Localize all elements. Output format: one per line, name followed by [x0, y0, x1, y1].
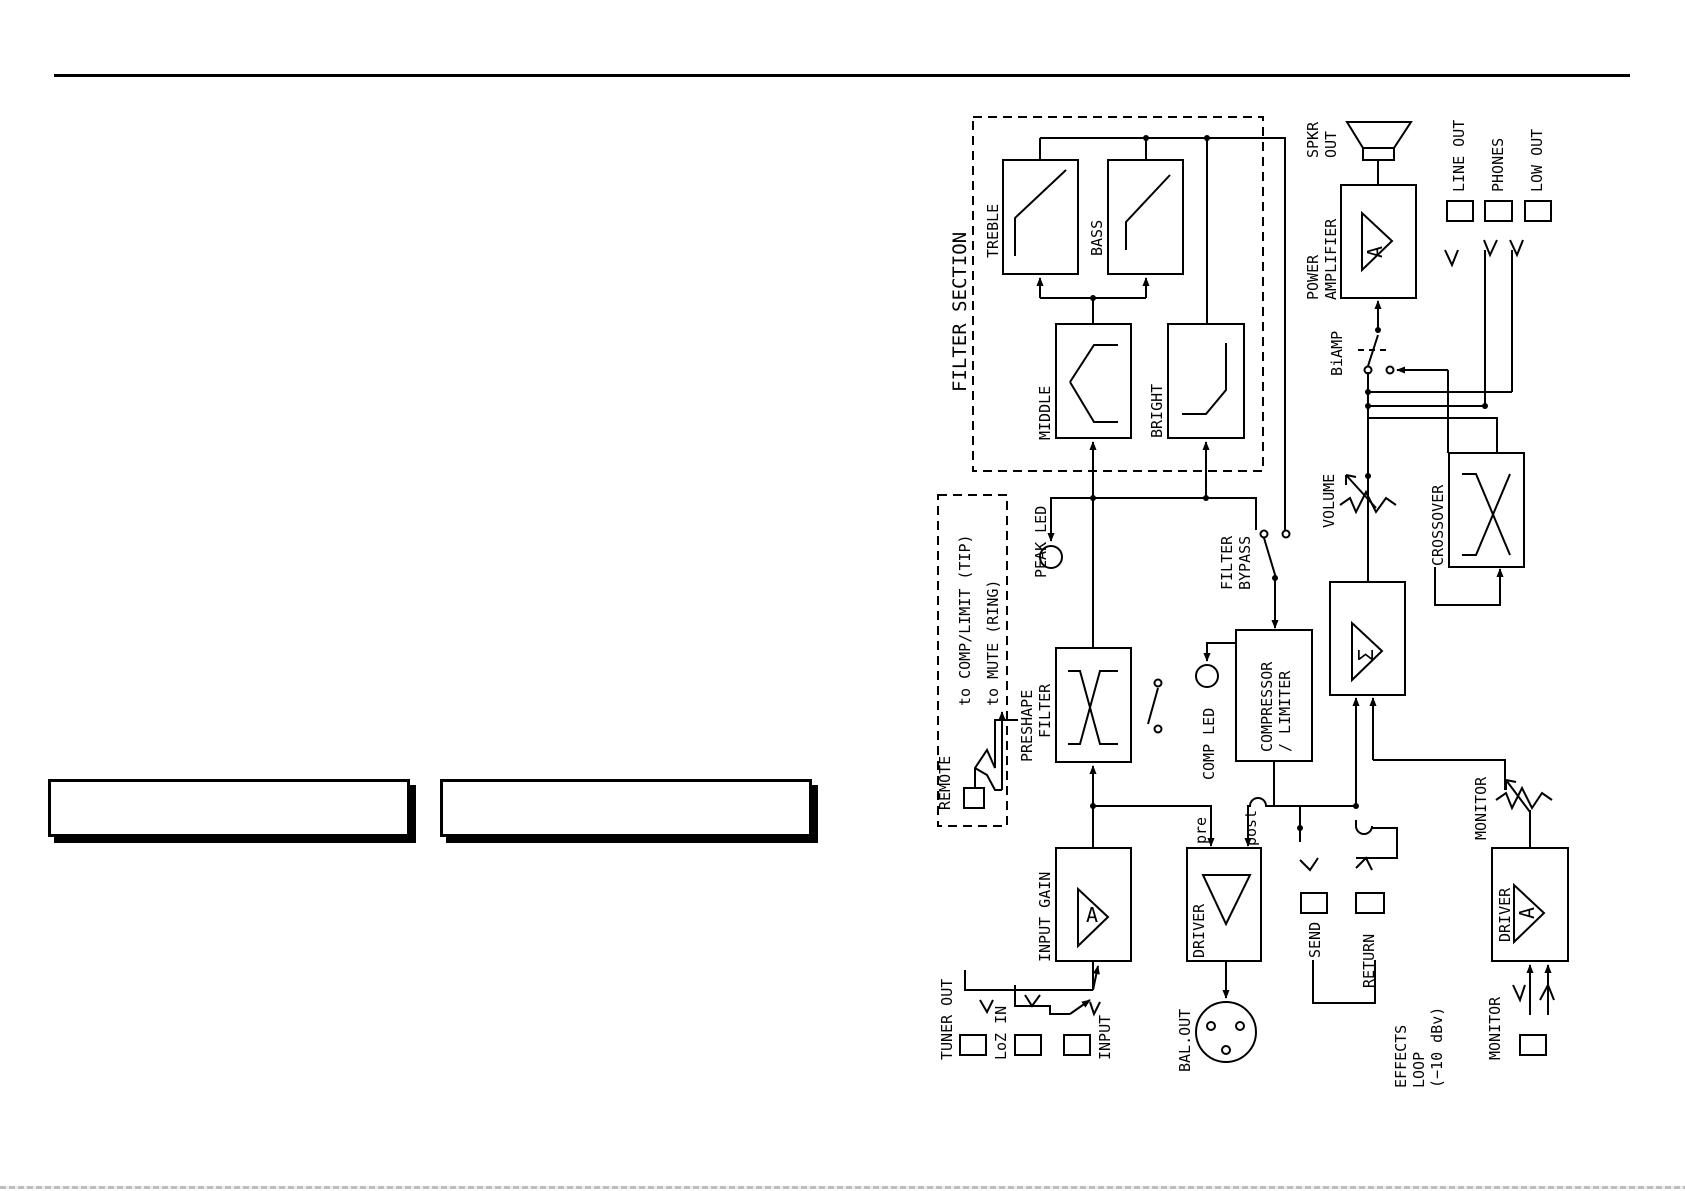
input-label: INPUT — [1096, 1015, 1114, 1060]
biamp-label: BiAMP — [1328, 331, 1346, 376]
preshape-label-1: PRESHAPE — [1018, 690, 1036, 762]
low-out-label: LOW OUT — [1528, 129, 1546, 192]
filter-bypass-label-1: FILTER — [1218, 535, 1236, 590]
line-out-label: LINE OUT — [1450, 120, 1468, 192]
remote-tip-label: to COMP/LIMIT (TIP) — [956, 534, 974, 706]
post-label: post — [1242, 810, 1260, 846]
power-amp-label-1: POWER — [1304, 254, 1322, 300]
driver-bal-block — [1186, 847, 1262, 962]
compressor-label-1: COMPRESSOR — [1258, 661, 1276, 752]
phones-jack-icon — [1484, 200, 1513, 222]
input-jack-icon — [1063, 1034, 1091, 1056]
middle-label: MIDDLE — [1036, 386, 1054, 440]
loz-in-jack-icon — [1014, 1034, 1042, 1056]
filter-section-label: FILTER SECTION — [949, 232, 971, 392]
crossover-block — [1448, 452, 1525, 568]
compressor-label-2: / LIMITER — [1276, 670, 1294, 752]
return-jack-icon — [1355, 892, 1385, 914]
comp-led-label: COMP LED — [1200, 708, 1218, 780]
phones-label: PHONES — [1489, 138, 1507, 192]
send-jack-icon — [1300, 892, 1328, 914]
bottom-scan-band — [0, 1186, 1685, 1189]
header-rule — [54, 74, 1630, 77]
bright-block — [1167, 323, 1245, 439]
speaker-icon — [1362, 147, 1395, 161]
bright-label: BRIGHT — [1148, 384, 1166, 438]
preshape-block — [1055, 647, 1132, 763]
power-amp-label-2: AMPLIFIER — [1322, 218, 1340, 300]
crossover-label: CROSSOVER — [1429, 484, 1447, 566]
comp-led-icon — [1195, 664, 1219, 688]
effects-loop-label-1: EFFECTS — [1392, 1025, 1410, 1088]
treble-label: TREBLE — [984, 204, 1002, 258]
effects-loop-label-2: LOOP — [1410, 1052, 1428, 1088]
filter-bypass-label-2: BYPASS — [1236, 536, 1254, 590]
monitor-driver-label: DRIVER — [1496, 887, 1514, 942]
monitor-jack-icon — [1519, 1034, 1547, 1056]
power-amp-symbol: A — [1363, 246, 1387, 258]
remote-border — [937, 494, 1008, 827]
monitor-jack-label: MONITOR — [1486, 996, 1504, 1060]
peak-led-label: PEAK LED — [1032, 506, 1050, 578]
pre-label: pre — [1192, 817, 1210, 844]
input-gain-symbol: A — [1086, 903, 1098, 927]
empty-panel-left — [48, 779, 410, 837]
low-out-jack-icon — [1524, 200, 1552, 222]
treble-block — [1002, 159, 1079, 275]
peak-led-icon — [1039, 545, 1063, 569]
input-gain-label: INPUT GAIN — [1036, 872, 1054, 962]
filter-section-border — [972, 116, 1264, 472]
power-amp-block — [1340, 184, 1417, 299]
remote-jack-icon — [963, 787, 985, 809]
loz-in-label: LoZ IN — [992, 1006, 1010, 1060]
driver-bal-label: DRIVER — [1190, 903, 1208, 958]
preshape-label-2: FILTER — [1036, 683, 1054, 738]
tuner-out-label: TUNER OUT — [938, 979, 956, 1060]
monitor-driver-symbol: A — [1515, 907, 1539, 919]
tuner-out-jack-icon — [959, 1034, 987, 1056]
remote-ring-label: to MUTE (RING) — [984, 580, 1002, 706]
xlr-connector-icon — [1195, 1001, 1257, 1063]
monitor-pot-label: MONITOR — [1472, 776, 1490, 840]
empty-panel-right — [440, 779, 812, 837]
spkr-out-label-1: SPKR — [1304, 121, 1322, 158]
volume-label: VOLUME — [1320, 474, 1338, 528]
return-label: RETURN — [1360, 934, 1378, 988]
bass-label: BASS — [1088, 220, 1106, 256]
bass-block — [1107, 159, 1184, 275]
send-label: SEND — [1306, 922, 1324, 958]
effects-loop-label-3: (−10 dBv) — [1428, 1007, 1446, 1088]
sum-symbol: Σ — [1354, 649, 1378, 661]
spkr-out-label-2: OUT — [1322, 131, 1340, 158]
bal-out-label: BAL.OUT — [1176, 1009, 1194, 1072]
line-out-jack-icon — [1446, 200, 1474, 222]
remote-label: REMOTE — [936, 756, 954, 810]
